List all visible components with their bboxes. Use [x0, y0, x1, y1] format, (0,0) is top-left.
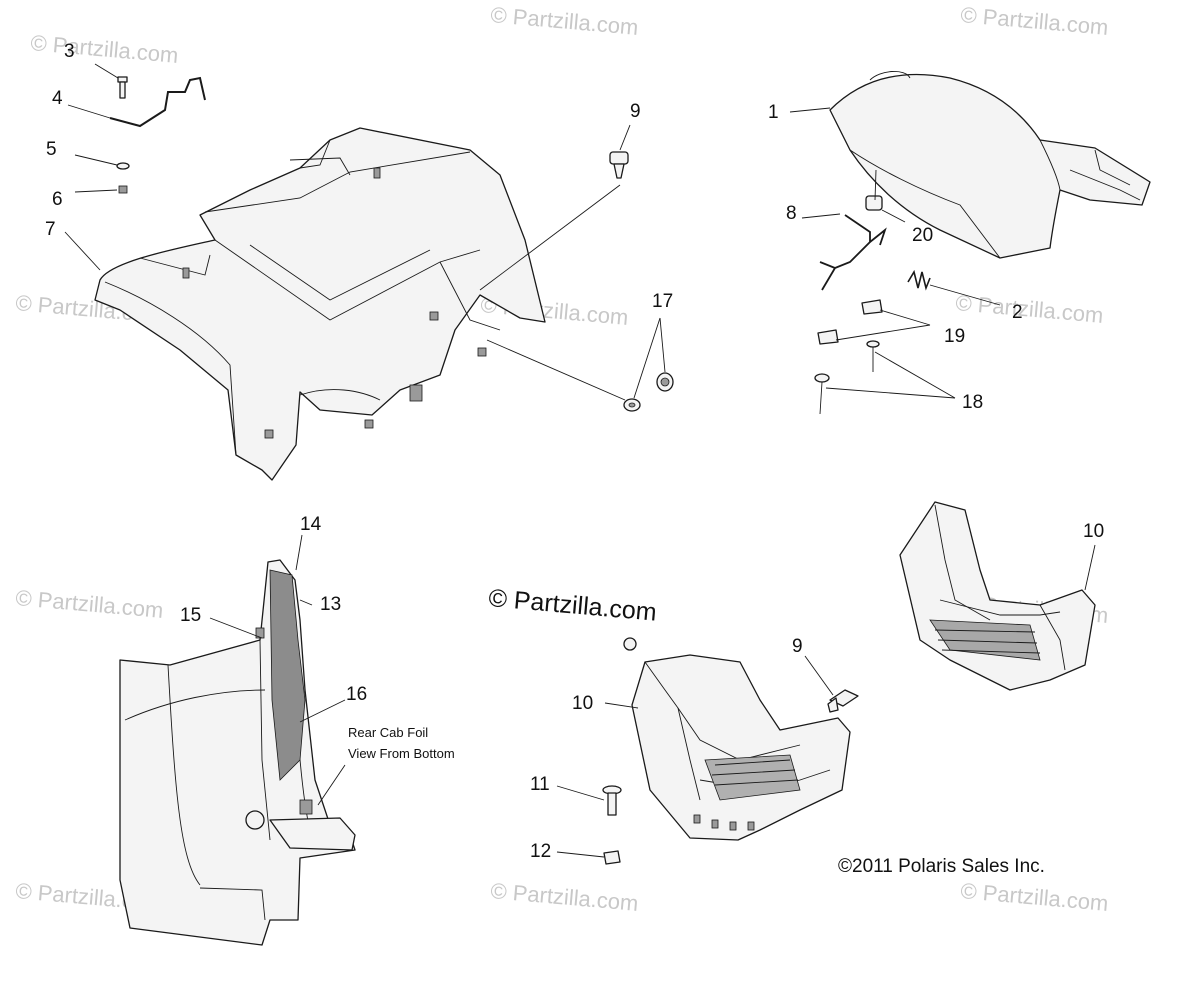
seat-part-1 [829, 71, 1151, 259]
callout-9-top: 9 [630, 101, 641, 122]
callout-13: 13 [320, 594, 341, 615]
watermark: © Partzilla.com [30, 30, 180, 68]
washer-part-5 [116, 162, 130, 170]
push-rivet-part-9-lower [827, 689, 859, 713]
callout-7: 7 [45, 219, 56, 240]
watermark: © Partzilla.com [960, 878, 1110, 916]
callout-12: 12 [530, 841, 551, 862]
rear-cab-foil-view [119, 559, 356, 946]
footwell-part-10-right [899, 501, 1096, 691]
callout-11: 11 [530, 774, 550, 795]
footwell-part-10-center [631, 654, 851, 841]
rear-cab-part-7 [94, 127, 546, 481]
watermark: © Partzilla.com [490, 2, 640, 40]
copyright: ©2011 Polaris Sales Inc. [838, 856, 1045, 877]
callout-19: 19 [944, 326, 965, 347]
watermark: © Partzilla.com [15, 585, 165, 623]
screw-part-11 [602, 785, 622, 816]
callout-6: 6 [52, 189, 63, 210]
callout-4: 4 [52, 88, 63, 109]
note-line-2: View From Bottom [348, 746, 455, 761]
callout-1: 1 [768, 102, 779, 123]
callout-10-right: 10 [1083, 521, 1104, 542]
push-rivet-part-9 [609, 151, 629, 179]
grommets-part-17 [623, 372, 674, 412]
callout-15: 15 [180, 605, 201, 626]
leader-lines [64, 63, 1096, 858]
callout-2: 2 [1012, 302, 1023, 323]
callout-16: 16 [346, 684, 367, 705]
clip [623, 637, 637, 651]
bumper-part-20 [865, 195, 883, 211]
pins-part-18 [814, 340, 880, 415]
center-watermark: © Partzilla.com [487, 584, 657, 627]
nut-part-12 [603, 850, 621, 865]
plates-part-19 [817, 299, 883, 345]
callouts: 3 4 5 6 7 9 17 1 20 8 2 19 18 14 13 15 1… [45, 41, 1104, 862]
spring-part-2 [907, 269, 931, 291]
callout-20: 20 [912, 225, 933, 246]
rod-part-4 [109, 76, 206, 128]
note-line-1: Rear Cab Foil [348, 725, 428, 740]
callout-14: 14 [300, 514, 322, 535]
callout-10-center: 10 [572, 693, 593, 714]
watermark: © Partzilla.com [960, 2, 1110, 40]
callout-3: 3 [64, 41, 75, 62]
bolt-part-3 [117, 76, 128, 99]
callout-9-lower: 9 [792, 636, 803, 657]
callout-8: 8 [786, 203, 797, 224]
callout-5: 5 [46, 139, 57, 160]
watermark: © Partzilla.com [490, 878, 640, 916]
callout-18: 18 [962, 392, 983, 413]
watermark: © Partzilla.com [955, 290, 1105, 328]
callout-17: 17 [652, 291, 673, 312]
nut-part-6 [118, 185, 128, 194]
latch-part-8 [819, 214, 887, 291]
